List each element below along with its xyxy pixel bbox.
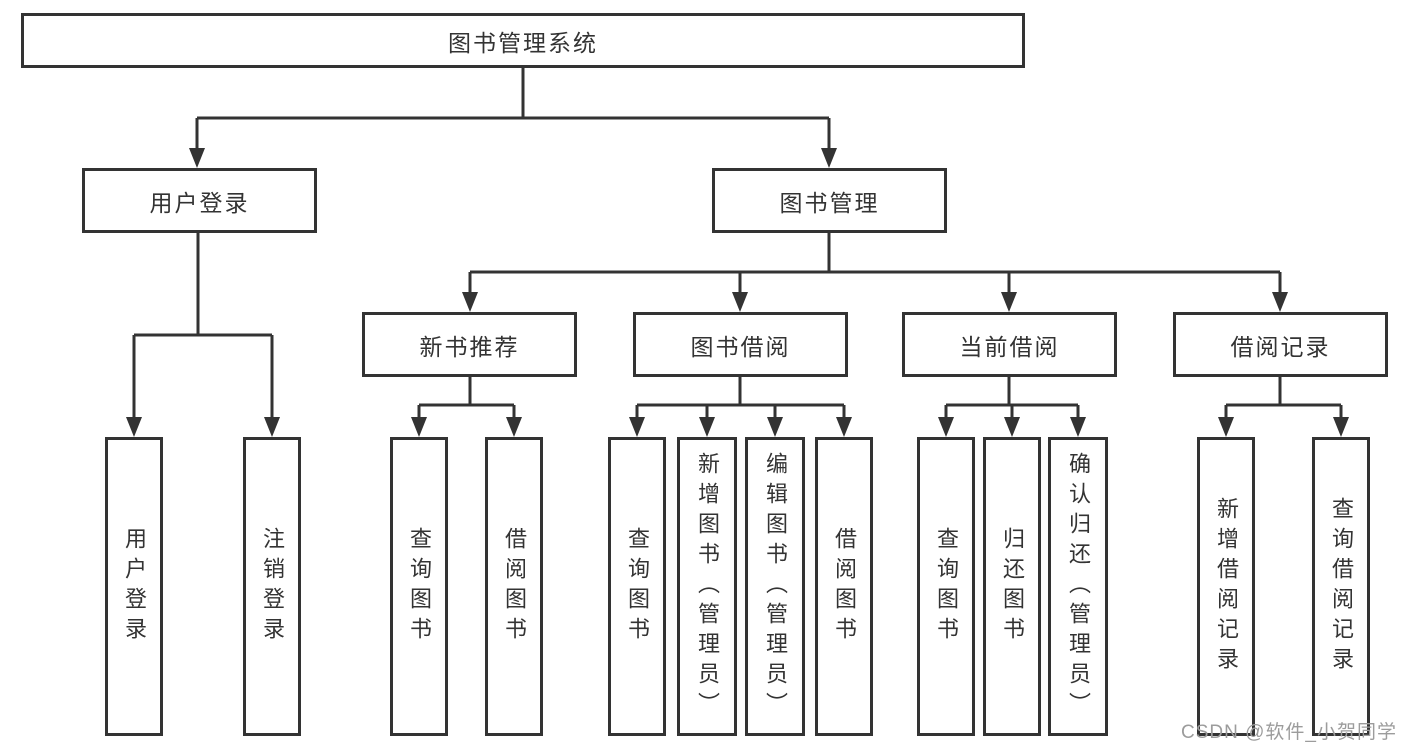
leaf-query-books-borrowing: 查询图书	[608, 437, 666, 736]
leaf-user-login: 用户登录	[105, 437, 163, 736]
leaf-query-books-recommend: 查询图书	[390, 437, 448, 736]
leaf-borrow-books-recommend: 借阅图书	[485, 437, 543, 736]
leaf-logout: 注销登录	[243, 437, 301, 736]
leaf-edit-books-admin: 编辑图书（管理员）	[745, 437, 805, 736]
leaf-add-borrow-record: 新增借阅记录	[1197, 437, 1255, 736]
leaf-return-books: 归还图书	[983, 437, 1041, 736]
connector-segments	[132, 68, 1343, 421]
leaf-query-borrow-record: 查询借阅记录	[1312, 437, 1370, 736]
csdn-watermark: CSDN @软件_小贺同学	[1181, 722, 1397, 743]
leaf-query-books-current: 查询图书	[917, 437, 975, 736]
node-book-borrowing: 图书借阅	[633, 312, 848, 377]
leaf-borrow-books: 借阅图书	[815, 437, 873, 736]
node-current-borrowing: 当前借阅	[902, 312, 1117, 377]
arrowheads	[126, 148, 1349, 437]
leaf-add-books-admin: 新增图书（管理员）	[677, 437, 737, 736]
node-book-management-group: 图书管理	[712, 168, 947, 233]
node-root-library-management-system: 图书管理系统	[21, 13, 1025, 68]
leaf-confirm-return-admin: 确认归还（管理员）	[1048, 437, 1108, 736]
node-new-book-recommend: 新书推荐	[362, 312, 577, 377]
node-borrowing-records: 借阅记录	[1173, 312, 1388, 377]
node-user-login-group: 用户登录	[82, 168, 317, 233]
